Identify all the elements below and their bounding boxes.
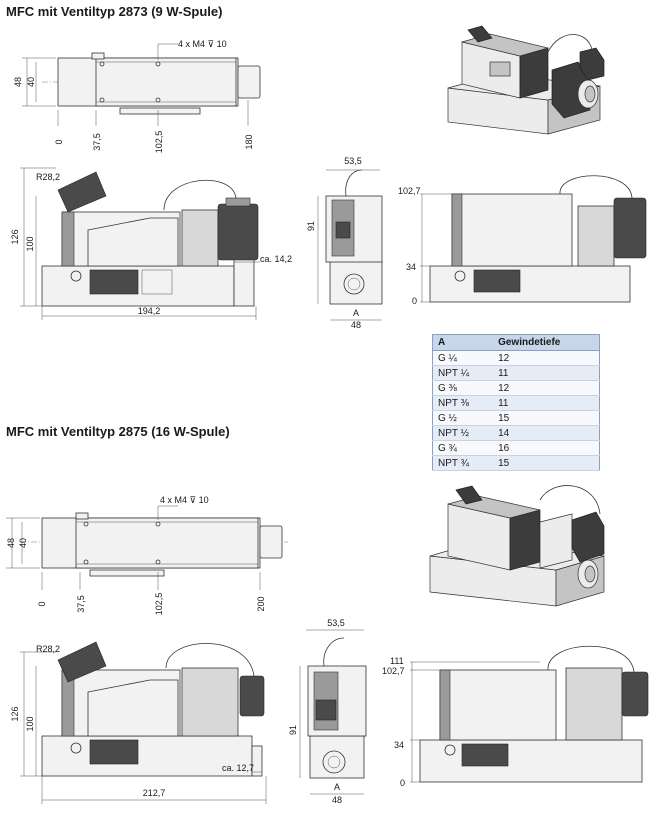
dim-x37: 37,5 [92,133,102,151]
table-cell-a: NPT ¾ [432,455,494,471]
table-cell-a: G ½ [432,410,494,426]
dim-x102: 102,5 [154,131,164,154]
dim-x102-b: 102,5 [154,593,164,616]
table-cell-a: NPT ⅜ [432,395,494,411]
isometric-view-2873 [447,25,605,135]
port-width-b: 48 [332,795,342,805]
table-cell-depth: 15 [493,455,600,471]
table-cell-depth: 11 [493,365,600,381]
table-header-gewindetiefe: Gewindetiefe [493,334,600,351]
dim-48: 48 [13,77,23,87]
dim-48-b: 48 [6,538,16,548]
title-ventiltyp-2873: MFC mit Ventiltyp 2873 (9 W-Spule) [6,4,223,19]
table-cell-depth: 12 [493,350,600,366]
top-view-2873: 4 x M4 ⊽ 10 48 40 0 37,5 102,5 180 [13,39,262,153]
table-cell-a: NPT ½ [432,425,494,441]
port-label: A [353,308,359,318]
dim-total-width: 194,2 [138,306,161,316]
front-view-2875: 126 100 R28,2 212,7 ca. 12,7 [10,641,267,804]
table-cell-depth: 12 [493,380,600,396]
port-label-b: A [334,782,340,792]
isometric-view-2875 [429,485,605,607]
dim-40-b: 40 [18,538,28,548]
table-cell-depth: 16 [493,440,600,456]
dim-34: 34 [406,262,416,272]
side-view-2873: 53,5 91 A 48 [306,156,383,330]
table-cell-a: G ¼ [432,350,494,366]
dim-x37-b: 37,5 [76,595,86,613]
dim-102-7-b: 102,7 [382,666,405,676]
top-view-2875: 4 x M4 ⊽ 10 48 40 0 37,5 102,5 200 [6,495,288,615]
table-header-a: A [432,334,494,351]
table-cell-depth: 14 [493,425,600,441]
side-h-b: 91 [288,725,298,735]
dim-radius-b: R28,2 [36,644,60,654]
table-cell-a: G ⅜ [432,380,494,396]
side-width-b: 53,5 [327,618,345,628]
dim-126-b: 126 [10,706,20,721]
dim-0: 0 [412,296,417,306]
table-cell-depth: 11 [493,395,600,411]
right-view-2873: 102,7 34 0 [398,175,647,306]
dim-x0: 0 [54,139,64,144]
side-width: 53,5 [344,156,362,166]
front-view-2873: 126 100 R28,2 194,2 ca. 14,2 [10,167,292,320]
dim-ca-b: ca. 12,7 [222,763,254,773]
side-view-2875: 53,5 91 A 48 [288,618,367,805]
table-cell-a: G ¾ [432,440,494,456]
dim-34-b: 34 [394,740,404,750]
dim-111: 111 [390,656,404,666]
dim-x180: 180 [244,134,254,149]
dim-total-width-b: 212,7 [143,788,166,798]
table-cell-a: NPT ¼ [432,365,494,381]
side-h: 91 [306,221,316,231]
dim-100-b: 100 [25,716,35,731]
dim-ca: ca. 14,2 [260,254,292,264]
dim-40: 40 [26,77,36,87]
dim-x0-b: 0 [37,601,47,606]
dim-radius: R28,2 [36,172,60,182]
dim-100: 100 [25,236,35,251]
dim-126: 126 [10,229,20,244]
hole-note-2: 4 x M4 ⊽ 10 [160,495,209,505]
table-cell-depth: 15 [493,410,600,426]
dim-x200-b: 200 [256,596,266,611]
right-view-2875: 111 102,7 34 0 [382,645,649,788]
dim-0-b: 0 [400,778,405,788]
port-width: 48 [351,320,361,330]
dim-102-7: 102,7 [398,186,421,196]
hole-note: 4 x M4 ⊽ 10 [178,39,227,49]
title-ventiltyp-2875: MFC mit Ventiltyp 2875 (16 W-Spule) [6,424,230,439]
